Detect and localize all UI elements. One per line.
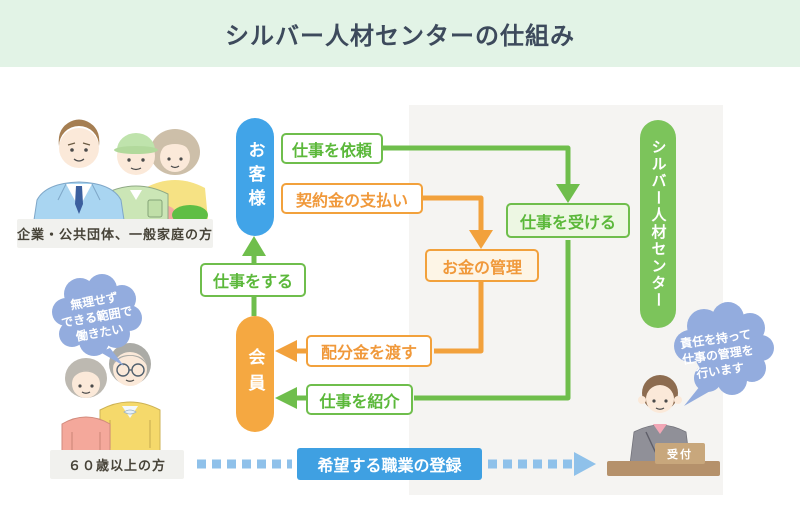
- customer-pill: お客様: [236, 118, 274, 236]
- flow-do-work: 仕事をする: [200, 263, 306, 297]
- arrow-right-register-icon: [574, 452, 596, 476]
- introduce-work-line: [414, 240, 571, 401]
- arrow-left-introduce-icon: [275, 387, 297, 409]
- reception-desk-sign: 受付: [655, 443, 705, 464]
- flow-give-distribution: 配分金を渡す: [306, 335, 432, 367]
- page-title: シルバー人材センターの仕組み: [225, 23, 575, 50]
- center-speech-bubble: [674, 302, 774, 406]
- flow-manage-money: お金の管理: [425, 249, 539, 282]
- header-band: シルバー人材センターの仕組み: [0, 0, 800, 67]
- customers-caption: 企業・公共団体、一般家庭の方: [17, 219, 213, 248]
- arrow-down-receive-work-icon: [556, 184, 580, 203]
- flow-introduce-work: 仕事を紹介: [306, 384, 413, 415]
- silver-center-pill: シルバー人材センター: [640, 120, 676, 328]
- arrow-down-manage-money-icon: [469, 230, 493, 249]
- arrow-left-distribution-icon: [275, 340, 297, 362]
- member-speech-bubble: [52, 274, 142, 366]
- reception-desk: [607, 461, 720, 476]
- member-pill: 会員: [236, 316, 274, 432]
- flow-receive-work: 仕事を受ける: [506, 203, 630, 238]
- flow-request-work: 仕事を依頼: [281, 133, 383, 164]
- flow-pay-contract: 契約金の支払い: [281, 183, 423, 214]
- customers-illustration: [33, 119, 208, 220]
- members-illustration: [61, 343, 161, 452]
- request-work-line: [383, 145, 571, 184]
- flow-register-job: 希望する職業の登録: [297, 448, 482, 480]
- arrow-up-do-work-icon: [242, 236, 266, 256]
- pay-contract-line: [421, 195, 484, 230]
- members-caption: ６０歳以上の方: [50, 450, 184, 479]
- give-distribution-line: [434, 282, 484, 354]
